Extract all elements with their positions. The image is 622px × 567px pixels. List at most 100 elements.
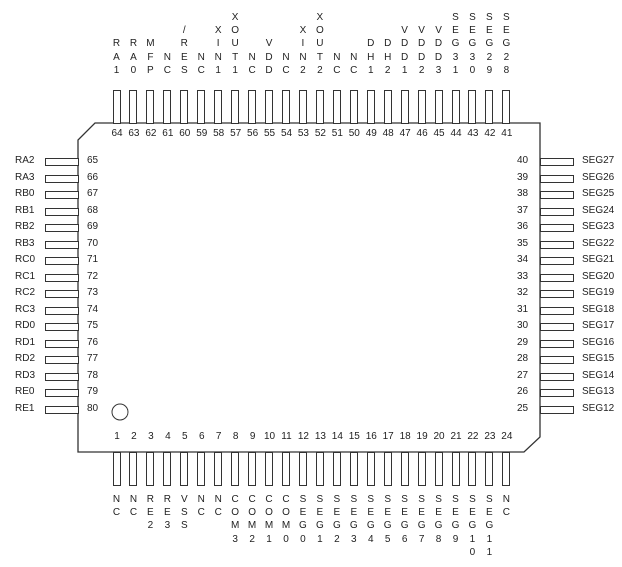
pin-name: SEG24 <box>582 206 614 216</box>
pin-name: SEG20 <box>582 272 614 282</box>
pin-name: S E G 1 <box>314 493 326 546</box>
pin-lead <box>316 90 324 124</box>
pin-name: / R E S <box>178 24 190 77</box>
pin-lead <box>45 257 79 265</box>
pin-name: RE1 <box>15 404 34 414</box>
pin-name: N C <box>280 51 292 77</box>
pin-name: SEG13 <box>582 387 614 397</box>
pin-name: N C <box>212 493 224 519</box>
pin-number: 72 <box>87 272 98 282</box>
pin-number: 26 <box>517 387 528 397</box>
pin-name: SEG23 <box>582 222 614 232</box>
pin-number: 75 <box>87 321 98 331</box>
pin-name: RC3 <box>15 305 35 315</box>
pin-lead <box>265 452 273 486</box>
pin-lead <box>45 224 79 232</box>
pin-name: S E G 4 <box>365 493 377 546</box>
pin-number: 31 <box>517 305 528 315</box>
pin-number: 2 <box>127 432 140 442</box>
pin-lead <box>231 90 239 124</box>
pin-name: SEG14 <box>582 371 614 381</box>
pin-name: SEG17 <box>582 321 614 331</box>
pin-name: V D D <box>263 37 275 77</box>
pin-number: 34 <box>517 255 528 265</box>
pin-lead <box>540 356 574 364</box>
pin-name: V S S <box>178 493 190 533</box>
pin-number: 66 <box>87 173 98 183</box>
pin-number: 52 <box>314 129 327 139</box>
pin-lead <box>468 90 476 124</box>
pin-lead <box>45 307 79 315</box>
pin-lead <box>45 175 79 183</box>
pin-name: N C <box>331 51 343 77</box>
pin-name: C O M 1 <box>263 493 275 546</box>
pin-lead <box>180 452 188 486</box>
pin-number: 28 <box>517 354 528 364</box>
pin-number: 39 <box>517 173 528 183</box>
pin-number: 33 <box>517 272 528 282</box>
pin-lead <box>540 274 574 282</box>
pin-name: D H 2 <box>382 37 394 77</box>
pin-name: R E 2 <box>144 493 156 533</box>
pin-name: SEG12 <box>582 404 614 414</box>
pin-lead <box>45 158 79 166</box>
pin-name: N C <box>195 51 207 77</box>
pin-name: S E G 3 <box>348 493 360 546</box>
pin-name: S E G 1 1 <box>483 493 495 559</box>
pin-name: R E 3 <box>161 493 173 533</box>
pin-name: S E G 3 0 <box>466 11 478 77</box>
pin-number: 17 <box>382 432 395 442</box>
pin-number: 80 <box>87 404 98 414</box>
pin-lead <box>418 452 426 486</box>
pin-name: V D D 2 <box>416 24 428 77</box>
pin-lead <box>163 452 171 486</box>
pin1-marker-icon <box>112 404 128 420</box>
pin-lead <box>248 452 256 486</box>
pin-name: RD3 <box>15 371 35 381</box>
pin-lead <box>197 452 205 486</box>
pin-lead <box>540 340 574 348</box>
pin-lead <box>299 452 307 486</box>
pin-number: 35 <box>517 239 528 249</box>
pin-name: RA3 <box>15 173 34 183</box>
pin-name: S E G 6 <box>399 493 411 546</box>
pin-lead <box>45 356 79 364</box>
pin-number: 21 <box>450 432 463 442</box>
pin-number: 71 <box>87 255 98 265</box>
pin-name: RB1 <box>15 206 34 216</box>
pin-number: 56 <box>246 129 259 139</box>
pin-name: X O U T 1 <box>229 11 241 77</box>
pin-number: 49 <box>365 129 378 139</box>
pin-number: 54 <box>280 129 293 139</box>
pin-number: 13 <box>314 432 327 442</box>
pin-number: 19 <box>416 432 429 442</box>
pin-lead <box>214 90 222 124</box>
pin-lead <box>540 241 574 249</box>
pin-number: 41 <box>500 129 513 139</box>
pin-number: 42 <box>483 129 496 139</box>
pin-number: 20 <box>433 432 446 442</box>
pin-lead <box>231 452 239 486</box>
pin-lead <box>540 307 574 315</box>
pin-name: X I N 1 <box>212 24 224 77</box>
pin-lead <box>282 452 290 486</box>
pin-lead <box>299 90 307 124</box>
pin-number: 25 <box>517 404 528 414</box>
pin-number: 60 <box>178 129 191 139</box>
pin-number: 6 <box>195 432 208 442</box>
pin-lead <box>45 274 79 282</box>
pin-number: 59 <box>195 129 208 139</box>
pin-lead <box>540 208 574 216</box>
pin-name: RB3 <box>15 239 34 249</box>
pin-number: 18 <box>399 432 412 442</box>
pin-lead <box>367 452 375 486</box>
pin-name: N C <box>127 493 139 519</box>
pin-number: 44 <box>450 129 463 139</box>
pin-number: 78 <box>87 371 98 381</box>
pin-number: 14 <box>331 432 344 442</box>
pin-name: RA2 <box>15 156 34 166</box>
pin-number: 55 <box>263 129 276 139</box>
pin-name: SEG18 <box>582 305 614 315</box>
